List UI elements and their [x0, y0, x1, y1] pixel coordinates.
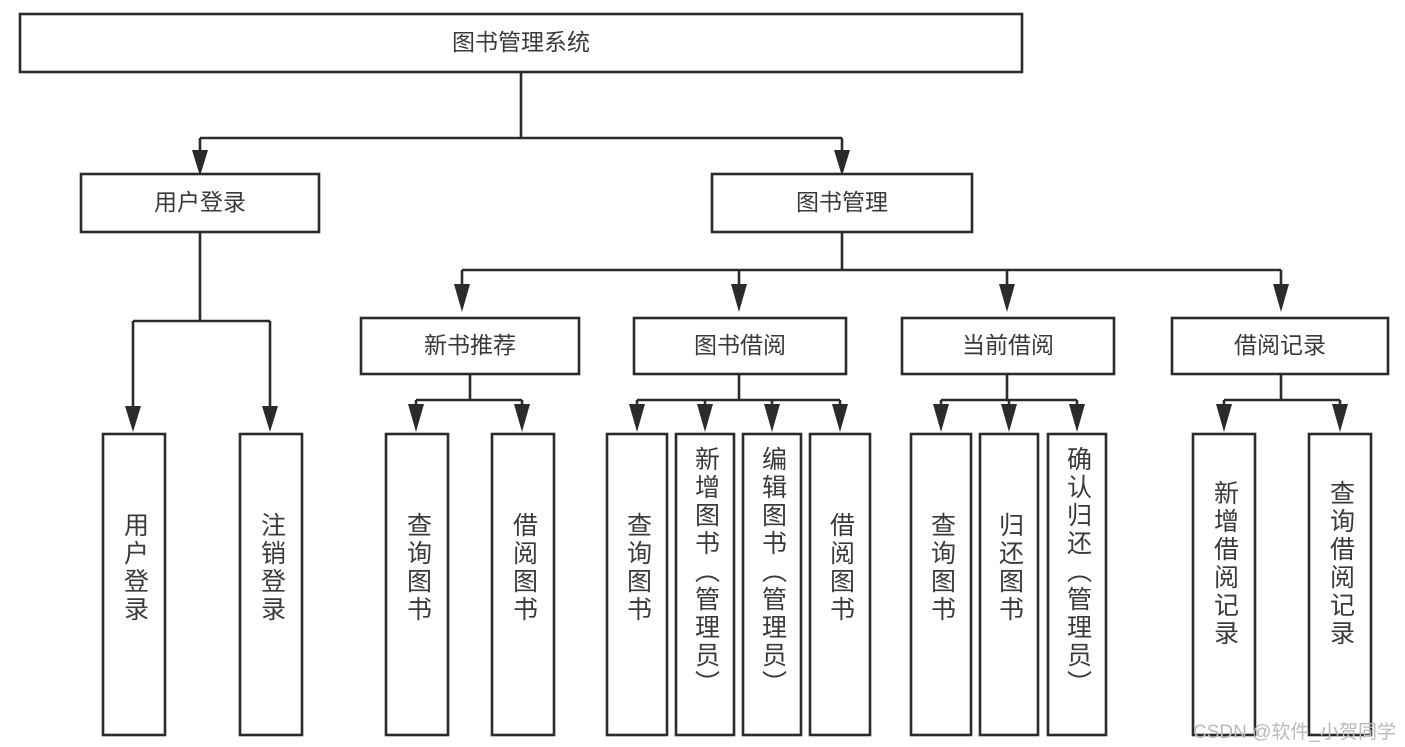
label-new-book-recommend: 新书推荐 — [424, 332, 516, 358]
node-leaf-query-record[interactable] — [1307, 432, 1373, 737]
label-leaf-confirm-return: 确认归还（管理员） — [1063, 446, 1092, 698]
label-leaf-add-book: 新增图书（管理员） — [691, 446, 720, 698]
node-current-borrow[interactable] — [900, 316, 1116, 376]
node-book-manage[interactable] — [710, 172, 974, 234]
node-leaf-edit-book[interactable] — [741, 432, 803, 737]
node-leaf-user-login[interactable] — [101, 432, 167, 737]
connector-userlogin-to-leaves — [125, 232, 278, 432]
node-leaf-query-book-3[interactable] — [909, 432, 973, 737]
node-new-book-recommend[interactable] — [359, 316, 581, 376]
node-book-borrow[interactable] — [632, 316, 848, 376]
node-leaf-borrow-book-2[interactable] — [808, 432, 872, 737]
label-borrow-record: 借阅记录 — [1234, 332, 1326, 358]
label-leaf-add-record: 新增借阅记录 — [1210, 480, 1239, 648]
label-leaf-query-book-3: 查询图书 — [927, 512, 956, 624]
label-book-manage: 图书管理 — [796, 189, 888, 215]
label-leaf-borrow-book-2: 借阅图书 — [826, 512, 855, 624]
node-leaf-confirm-return[interactable] — [1046, 432, 1108, 737]
csdn-watermark: CSDN @软件_小贺同学 — [1193, 722, 1396, 743]
label-current-borrow: 当前借阅 — [962, 332, 1054, 358]
node-leaf-query-book-1[interactable] — [384, 432, 450, 737]
connector-bookmanage-to-level2 — [454, 232, 1289, 312]
label-leaf-query-book-1: 查询图书 — [403, 512, 432, 624]
label-leaf-edit-book: 编辑图书（管理员） — [758, 446, 787, 698]
label-root: 图书管理系统 — [452, 29, 590, 55]
label-user-login: 用户登录 — [154, 189, 246, 215]
label-leaf-query-record: 查询借阅记录 — [1326, 480, 1355, 648]
node-leaf-return-book[interactable] — [978, 432, 1040, 737]
node-leaf-add-book[interactable] — [674, 432, 736, 737]
label-leaf-user-login: 用户登录 — [120, 512, 149, 624]
connector-newbook-to-leaves — [408, 374, 530, 432]
node-leaf-borrow-book-1[interactable] — [490, 432, 556, 737]
label-leaf-logout-login: 注销登录 — [257, 512, 286, 624]
connector-borrowrecord-to-leaves — [1216, 374, 1348, 432]
node-leaf-add-record[interactable] — [1191, 432, 1257, 737]
node-borrow-record[interactable] — [1170, 316, 1390, 376]
label-book-borrow: 图书借阅 — [694, 332, 786, 358]
label-leaf-return-book: 归还图书 — [995, 512, 1024, 624]
node-user-login[interactable] — [79, 172, 321, 234]
connector-currentborrow-to-leaves — [933, 374, 1085, 432]
node-leaf-logout-login[interactable] — [238, 432, 304, 737]
label-leaf-borrow-book-1: 借阅图书 — [509, 512, 538, 624]
node-root[interactable] — [18, 12, 1024, 74]
connector-root-to-level1 — [192, 72, 850, 176]
label-leaf-query-book-2: 查询图书 — [623, 512, 652, 624]
node-leaf-query-book-2[interactable] — [605, 432, 669, 737]
connector-bookborrow-to-leaves — [629, 374, 848, 432]
